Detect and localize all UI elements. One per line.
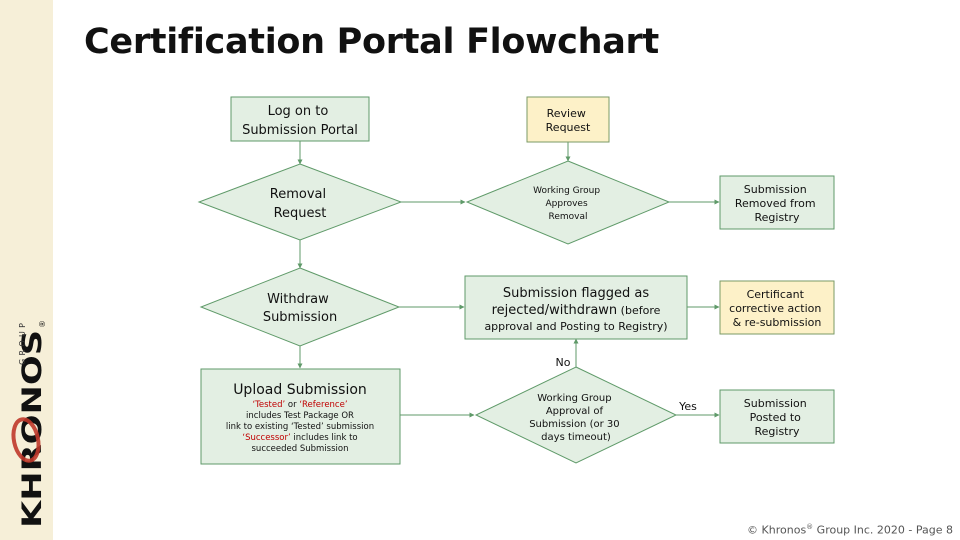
node-upload-detail-text: or [285, 400, 299, 410]
node-upload-detail: ‘Tested’ or ‘Reference’includes Test Pac… [226, 400, 374, 454]
node-upload-detail-highlight: ‘Reference’ [299, 400, 347, 410]
footer: © Khronos® Group Inc. 2020 - Page 8 [747, 523, 953, 537]
node-wgapproval-label: Working Group Approval of Submission (or… [529, 393, 623, 443]
node-upload-detail-text: includes Test Package OR [246, 411, 354, 421]
logo-subtitle: GROUP [18, 323, 27, 365]
node-corrective-box [719, 280, 835, 335]
node-withdraw-diamond [199, 267, 401, 347]
node-corrective-line2: corrective action [729, 302, 821, 315]
node-posted-line3: Registry [754, 425, 800, 438]
node-review-line1: Review [547, 107, 586, 120]
node-logon-line2: Submission Portal [242, 123, 358, 138]
node-removal-line1: Removal [270, 187, 326, 202]
node-posted-line2: Posted to [750, 411, 802, 424]
node-removal-line2: Request [274, 206, 327, 221]
node-flagged-line2: rejected/withdrawn (before [492, 303, 661, 318]
node-wgapproval-line1: Working Group [537, 393, 611, 404]
footer-suffix: Group Inc. 2020 - Page 8 [813, 524, 953, 537]
logo-registered-mark: ® [38, 320, 47, 328]
node-removed-line3: Registry [754, 211, 800, 224]
node-wgremoval-line2: Approves [545, 199, 587, 209]
node-review-box [526, 96, 610, 143]
node-upload-detail-line: ‘Tested’ or ‘Reference’ [252, 400, 347, 410]
node-labels: Log on to Submission Portal Removal Requ… [226, 104, 825, 454]
node-flagged-line2-main: rejected/withdrawn [492, 303, 618, 318]
node-posted-label: Submission Posted to Registry [744, 397, 810, 438]
sidebar-band [0, 0, 53, 540]
nodes [197, 96, 835, 465]
node-upload-box [200, 368, 401, 465]
node-withdraw-line1: Withdraw [267, 292, 329, 307]
node-corrective-line1: Certificant [747, 288, 805, 301]
node-upload-detail-text: includes link to [291, 433, 358, 443]
node-removed-line2: Removed from [735, 197, 816, 210]
node-wgremoval-label: Working Group Approves Removal [533, 186, 603, 222]
node-flagged-line3: approval and Posting to Registry) [484, 320, 667, 333]
node-removal-label: Removal Request [270, 187, 330, 221]
node-withdraw-label: Withdraw Submission [263, 292, 337, 325]
node-upload-detail-line: link to existing ‘Tested’ submission [226, 422, 374, 432]
khronos-logo: KHRONOS GROUP ® [11, 320, 48, 528]
edge-label-no: No [556, 356, 571, 369]
node-removal-diamond [197, 163, 403, 241]
node-logon-line1: Log on to [268, 104, 329, 119]
node-corrective-label: Certificant corrective action & re-submi… [729, 288, 825, 329]
node-wgremoval-line3: Removal [548, 212, 587, 222]
logo-wordmark: KHRONOS [17, 330, 48, 528]
node-upload-detail-highlight: ‘Successor’ [242, 433, 290, 443]
node-removed-line1: Submission [744, 183, 807, 196]
node-removed-label: Submission Removed from Registry [735, 183, 819, 224]
node-review-label: Review Request [546, 107, 591, 134]
edge-label-yes: Yes [678, 400, 697, 413]
node-flagged-line1: Submission flagged as [503, 286, 650, 301]
node-upload-title: Upload Submission [233, 382, 367, 398]
node-removed-box [719, 175, 835, 230]
node-posted-line1: Submission [744, 397, 807, 410]
node-wgapproval-line3: Submission (or 30 [529, 419, 619, 430]
node-logon-label: Log on to Submission Portal [242, 104, 358, 138]
node-wgremoval-line1: Working Group [533, 186, 600, 196]
node-wgapproval-diamond [474, 366, 678, 464]
node-flagged-line2-small: (before [617, 304, 660, 317]
logo-swoosh-icon [11, 417, 41, 463]
node-upload-detail-line: ‘Successor’ includes link to [242, 433, 357, 443]
footer-prefix: © Khronos [747, 524, 807, 537]
node-upload-detail-text: succeeded Submission [252, 444, 349, 454]
edges [297, 141, 720, 418]
node-upload-detail-highlight: ‘Tested’ [252, 400, 285, 410]
node-review-line2: Request [546, 121, 591, 134]
node-posted-box [719, 389, 835, 444]
footer-registered-mark: ® [806, 523, 814, 532]
node-upload-detail-line: succeeded Submission [252, 444, 349, 454]
node-withdraw-line2: Submission [263, 310, 337, 325]
node-wgremoval-diamond [465, 160, 671, 245]
node-wgapproval-line2: Approval of [546, 406, 604, 417]
node-wgapproval-line4: days timeout) [541, 432, 611, 443]
node-flagged-box [464, 275, 688, 340]
node-corrective-line3: & re-submission [733, 316, 822, 329]
node-upload-detail-line: includes Test Package OR [246, 411, 354, 421]
node-upload-detail-text: link to existing ‘Tested’ submission [226, 422, 374, 432]
node-logon-box [230, 96, 370, 142]
page-title: Certification Portal Flowchart [84, 22, 659, 62]
